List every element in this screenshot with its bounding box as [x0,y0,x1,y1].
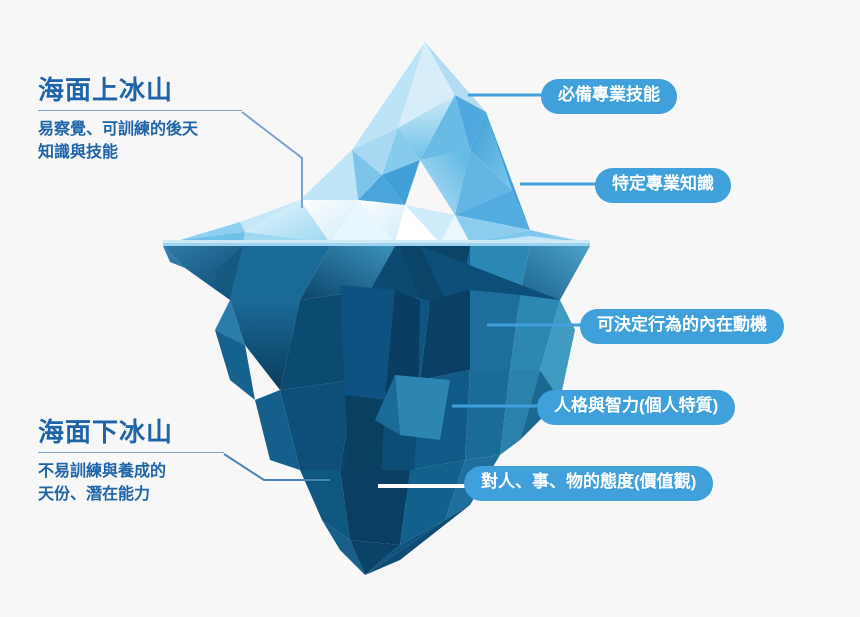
leader-line-below [223,453,330,481]
legend-below-water-rule [38,451,224,453]
legend-below-water-subtitle-line2: 天份、潛在能力 [38,485,151,503]
legend-above-water-rule [38,109,242,111]
callout-pill-specific-professional-knowledge[interactable]: 特定專業知識 [595,168,731,203]
callout-pill-attitude-and-values[interactable]: 對人、事、物的態度(價值觀) [464,466,714,501]
callout-pill-inner-motivation[interactable]: 可決定行為的內在動機 [580,309,784,344]
legend-above-water-subtitle-line1: 易察覺、可訓練的後天 [38,120,199,138]
leader-lines [223,93,602,488]
legend-above-water-title: 海面上冰山 [38,75,174,105]
legend-below-water: 海面下冰山 不易訓練與養成的 天份、潛在能力 [38,418,224,506]
legend-below-water-title: 海面下冰山 [38,417,174,447]
legend-below-water-subtitle-line1: 不易訓練與養成的 [38,462,167,480]
iceberg-above-water [163,42,590,246]
legend-above-water-subtitle-line2: 知識與技能 [38,143,119,161]
iceberg-below-water [163,246,590,575]
leader-line-above [241,111,303,208]
callout-pill-personality-and-intelligence[interactable]: 人格與智力(個人特質) [537,390,736,425]
legend-above-water: 海面上冰山 易察覺、可訓練的後天 知識與技能 [38,76,242,164]
callout-pill-required-professional-skills[interactable]: 必備專業技能 [541,79,677,114]
